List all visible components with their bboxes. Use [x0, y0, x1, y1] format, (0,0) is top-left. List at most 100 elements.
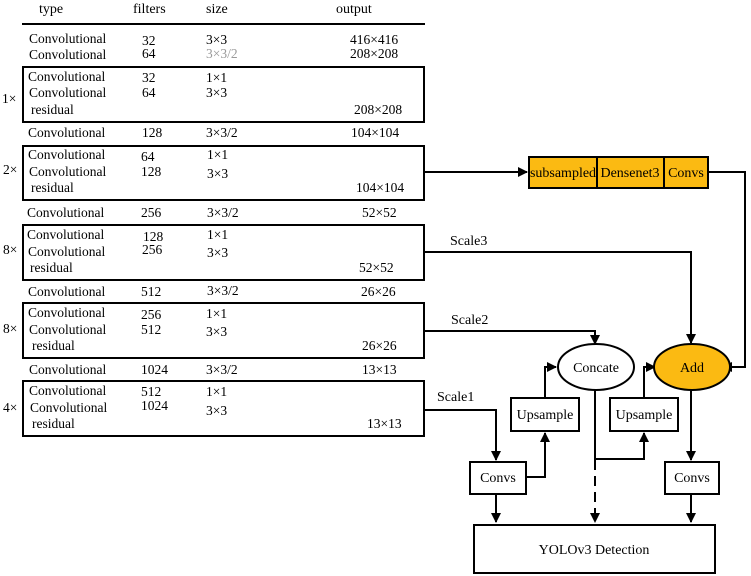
upsample-right-box: [609, 397, 679, 432]
block-repeat: 1×: [2, 91, 17, 106]
convs-chain-label: Convs: [668, 166, 704, 181]
scale3-label: Scale3: [450, 234, 487, 249]
row-type: Convolutional: [29, 322, 107, 337]
subsampled-label: subsampled: [530, 166, 596, 181]
row-type: Convolutional: [30, 400, 108, 415]
row-filters: 128: [143, 229, 164, 244]
row-type: Convolutional: [29, 85, 107, 100]
header-size: size: [206, 2, 228, 17]
row-filters: 128: [142, 125, 163, 140]
row-size: 3×3: [206, 32, 228, 47]
block-repeat: 8×: [3, 242, 18, 257]
convs-chain-box: [663, 156, 709, 189]
row-output: 104×104: [351, 125, 400, 140]
row-size: 3×3: [207, 166, 229, 181]
row-size: 3×3/2: [207, 283, 239, 298]
row-type: Convolutional: [29, 31, 107, 46]
row-size: 3×3: [206, 403, 228, 418]
densenet-chain: subsampled Densenet3 Convs: [528, 156, 709, 189]
row-type: Convolutional: [29, 47, 107, 62]
row-size: 3×3/2: [206, 362, 238, 377]
row-filters: 1024: [141, 362, 168, 377]
convs-right-box: [664, 461, 720, 495]
row-size: 1×1: [206, 384, 228, 399]
row-filters: 512: [141, 284, 162, 299]
arrow-scale3: [425, 251, 696, 344]
row-type: residual: [31, 180, 74, 195]
row-type: Convolutional: [28, 125, 106, 140]
arrow-to-upsample-right: [595, 432, 649, 460]
row-type: Convolutional: [29, 164, 107, 179]
header-output: output: [336, 2, 372, 17]
row-filters: 256: [141, 205, 162, 220]
row-output: 52×52: [362, 205, 397, 220]
row-output: 26×26: [361, 284, 396, 299]
row-type: Convolutional: [28, 305, 106, 320]
block-repeat: 4×: [3, 400, 18, 415]
upsample-left-label: Upsample: [517, 408, 574, 423]
header-filters: filters: [133, 2, 166, 17]
row-filters: 512: [141, 322, 162, 337]
row-output: 52×52: [359, 260, 394, 275]
row-size: 3×3/2: [206, 46, 238, 61]
arrow-scale2: [425, 330, 600, 345]
row-filters: 64: [142, 46, 156, 61]
row-type: residual: [30, 260, 73, 275]
row-size: 3×3: [207, 245, 229, 260]
upsample-left-box: [510, 397, 580, 432]
add-node: [653, 343, 731, 391]
block-repeat: 8×: [3, 321, 18, 336]
convs-left-label: Convs: [480, 471, 516, 486]
row-filters: 256: [141, 307, 162, 322]
row-output: 208×208: [350, 46, 399, 61]
row-type: Convolutional: [29, 383, 107, 398]
row-type: Convolutional: [28, 69, 106, 84]
row-filters: 256: [142, 242, 163, 257]
residual-block-2: [22, 145, 425, 201]
convs-right-label: Convs: [674, 471, 710, 486]
convs-left-box: [469, 461, 527, 495]
row-type: Convolutional: [27, 205, 105, 220]
row-size: 1×1: [207, 147, 229, 162]
residual-block-1: [22, 66, 425, 123]
row-output: 13×13: [367, 416, 402, 431]
row-output: 208×208: [354, 102, 403, 117]
row-type: residual: [31, 102, 74, 117]
row-type: Convolutional: [28, 147, 106, 162]
row-size: 3×3: [206, 85, 228, 100]
concate-label: Concate: [573, 361, 619, 376]
row-filters: 128: [141, 164, 162, 179]
arrow-upsample-to-add: [643, 362, 656, 404]
row-filters: 1024: [141, 398, 168, 413]
block-repeat: 2×: [3, 162, 18, 177]
row-filters: 64: [142, 85, 156, 100]
row-type: Convolutional: [29, 362, 107, 377]
header-type: type: [39, 2, 64, 17]
row-type: Convolutional: [27, 227, 105, 242]
residual-block-3: [22, 224, 425, 281]
row-output: 104×104: [356, 180, 405, 195]
row-type: residual: [32, 416, 75, 431]
row-size: 1×1: [206, 306, 228, 321]
row-output: 26×26: [362, 338, 397, 353]
yolov3-detection-label: YOLOv3 Detection: [539, 543, 650, 558]
scale2-label: Scale2: [451, 313, 488, 328]
subsampled-box: [528, 156, 598, 189]
row-filters: 512: [141, 384, 162, 399]
row-type: Convolutional: [28, 244, 106, 259]
row-size: 1×1: [207, 227, 229, 242]
arrow-upsample-to-concate: [544, 362, 557, 404]
residual-block-4: [22, 302, 425, 359]
row-output: 416×416: [350, 32, 399, 47]
arrow-scale1: [425, 409, 501, 461]
row-output: 13×13: [362, 362, 397, 377]
row-type: Convolutional: [28, 284, 106, 299]
arrow-convs-to-upsample: [526, 432, 550, 478]
row-size: 1×1: [206, 70, 228, 85]
scale1-label: Scale1: [437, 390, 474, 405]
row-filters: 32: [142, 33, 156, 48]
yolov3-detection-box: [473, 524, 716, 574]
row-filters: 32: [142, 70, 156, 85]
upsample-right-label: Upsample: [616, 408, 673, 423]
